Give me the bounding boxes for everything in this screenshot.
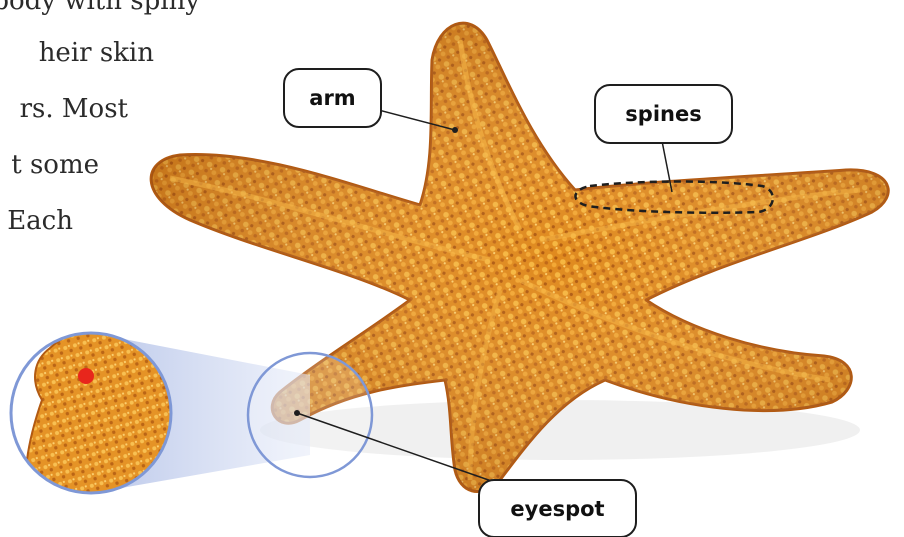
spines-label: spines — [594, 84, 733, 144]
eyespot-label: eyespot — [478, 479, 637, 537]
zoomed-eyespot-view — [11, 329, 175, 520]
arm-label: arm — [283, 68, 382, 128]
arm-leader-dot — [452, 127, 458, 133]
eyespot-marker-icon — [78, 368, 94, 384]
eyespot-leader-dot — [294, 410, 300, 416]
magnifier-small-ring — [248, 353, 372, 477]
